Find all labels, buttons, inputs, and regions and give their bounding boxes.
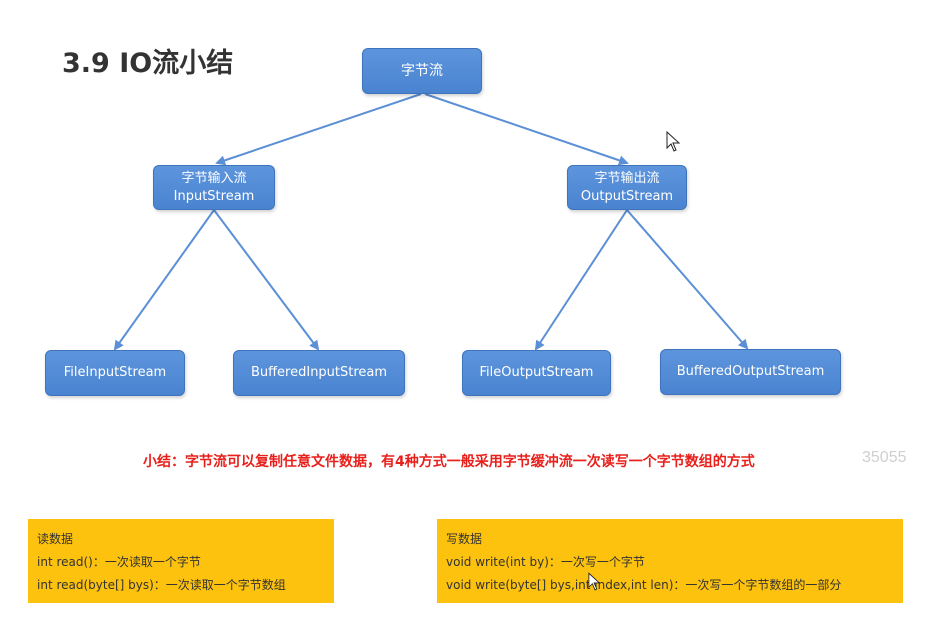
node-output-stream-en: OutputStream (580, 188, 674, 204)
read-data-line-2: int read(byte[] bys)：一次读取一个字节数组 (37, 578, 286, 592)
summary-text: 小结：字节流可以复制任意文件数据，有4种方式一般采用字节缓冲流一次读写一个字节数… (143, 454, 755, 470)
write-data-heading: 写数据 (446, 532, 483, 546)
node-input-stream: 字节输入流 InputStream (153, 165, 275, 210)
read-data-box: 读数据 int read()：一次读取一个字节 int read(byte[] … (28, 519, 334, 603)
node-input-stream-cn: 字节输入流 (181, 170, 247, 186)
node-file-input-stream: FileInputStream (45, 350, 185, 396)
node-buffered-output-stream-label: BufferedOutputStream (676, 364, 825, 380)
mouse-pointer-icon (666, 131, 681, 152)
write-data-line-1: void write(int by)：一次写一个字节 (446, 555, 645, 569)
node-file-input-stream-label: FileInputStream (63, 365, 167, 381)
watermark-text: 35055 (862, 449, 907, 466)
node-buffered-output-stream: BufferedOutputStream (660, 349, 841, 395)
arrow-output-to-file-output (534, 209, 628, 351)
read-data-heading: 读数据 (37, 532, 74, 546)
node-file-output-stream-label: FileOutputStream (479, 365, 594, 381)
node-buffered-input-stream: BufferedInputStream (233, 350, 405, 396)
write-data-box: 写数据 void write(int by)：一次写一个字节 void writ… (437, 519, 903, 603)
arrow-output-to-buffered-output (626, 209, 749, 350)
node-byte-stream: 字节流 (362, 48, 482, 94)
node-byte-stream-label: 字节流 (401, 62, 443, 79)
node-input-stream-en: InputStream (173, 188, 255, 204)
arrow-input-to-file-input (113, 209, 215, 351)
node-output-stream: 字节输出流 OutputStream (567, 165, 687, 210)
page-title: 3.9 IO流小结 (62, 48, 234, 79)
arrow-root-to-output (424, 93, 629, 166)
node-output-stream-cn: 字节输出流 (594, 170, 660, 186)
mouse-pointer-icon-2 (588, 572, 601, 591)
arrow-root-to-input (215, 93, 422, 166)
read-data-line-1: int read()：一次读取一个字节 (37, 555, 201, 569)
node-file-output-stream: FileOutputStream (462, 350, 611, 396)
node-buffered-input-stream-label: BufferedInputStream (250, 365, 388, 381)
arrow-input-to-buffered-input (213, 209, 320, 351)
write-data-line-2: void write(byte[] bys,int index,int len)… (446, 578, 842, 592)
